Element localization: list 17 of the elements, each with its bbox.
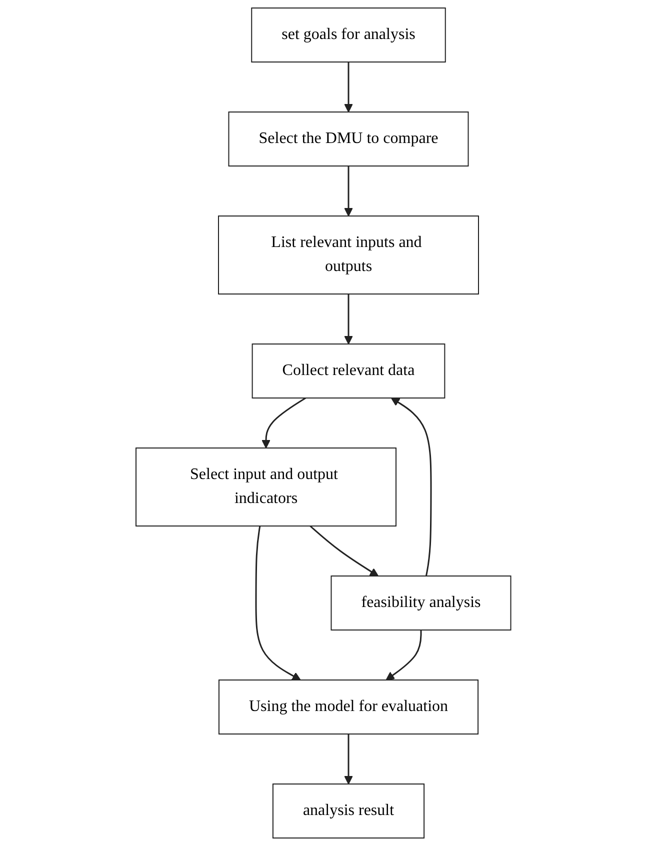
arrow bbox=[344, 62, 352, 112]
node-box: set goals for analysis bbox=[250, 8, 446, 62]
node-box: List relevant inputs and outputs bbox=[218, 216, 479, 294]
node-box: Using the model for evaluation bbox=[218, 680, 478, 734]
node-box: feasibility analysis bbox=[330, 576, 511, 630]
arrow bbox=[344, 166, 352, 216]
arrow bbox=[261, 397, 306, 448]
arrow bbox=[254, 526, 300, 680]
arrow bbox=[344, 734, 352, 784]
arrow bbox=[344, 294, 352, 344]
node-box: analysis result bbox=[272, 784, 424, 838]
arrow bbox=[385, 630, 422, 680]
node-box: Select the DMU to compare bbox=[228, 112, 468, 166]
node-box: Collect relevant data bbox=[251, 344, 445, 398]
node-box: Select input and output indicators bbox=[135, 448, 396, 526]
arrow bbox=[309, 525, 378, 576]
arrow bbox=[390, 398, 432, 576]
